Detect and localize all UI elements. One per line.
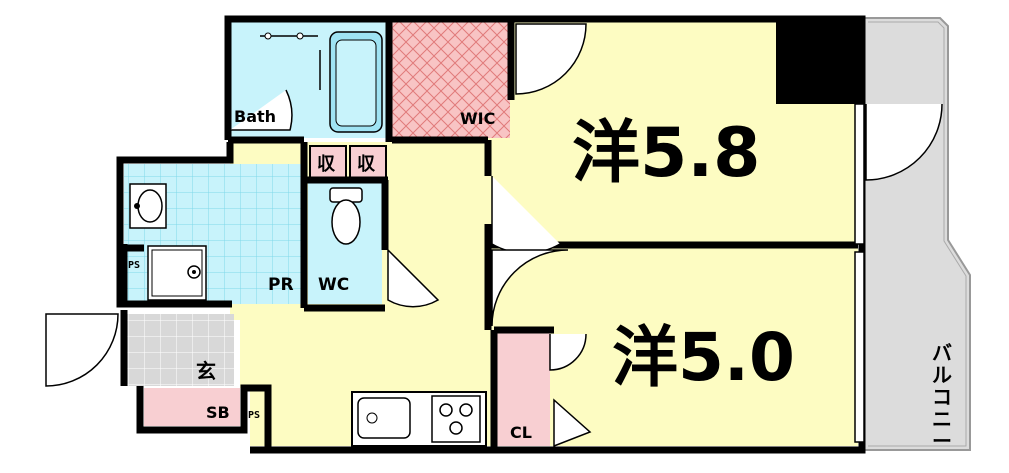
svg-text:ニ: ニ — [932, 407, 952, 431]
cl-label: CL — [510, 423, 532, 442]
shower-icon — [260, 32, 321, 90]
balcony — [861, 17, 971, 451]
shoe-box — [144, 388, 240, 426]
toilet-icon — [329, 187, 363, 245]
storage-2-label: 収 — [357, 154, 376, 175]
storage-box-1 — [309, 145, 347, 181]
pr-label: PR — [268, 275, 294, 295]
storage-1-label: 収 — [317, 154, 336, 175]
sb-label: SB — [206, 403, 230, 422]
wc-label: WC — [318, 275, 349, 295]
sink-icon — [357, 397, 411, 439]
walk-in-closet — [392, 22, 510, 138]
washbasin-icon — [129, 183, 167, 229]
balcony-label: バ ル コ ニ ー — [932, 341, 952, 453]
kitchen-counter — [351, 391, 487, 447]
door-swings — [45, 23, 943, 448]
washing-machine-icon — [147, 245, 207, 301]
entrance-label: 玄 — [196, 359, 216, 383]
bath-label: Bath — [234, 107, 276, 126]
structural-pillar — [776, 18, 862, 104]
svg-text:コ: コ — [932, 385, 952, 409]
closet — [494, 330, 550, 446]
windows — [854, 103, 865, 443]
ps-1-label: PS — [128, 260, 140, 271]
svg-text:ル: ル — [932, 363, 952, 387]
stove-icon — [431, 395, 481, 443]
entrance-floor — [124, 314, 234, 386]
room-5-8-label: 洋5.8 — [572, 114, 760, 193]
svg-text:バ: バ — [932, 341, 952, 365]
wic-label: WIC — [460, 109, 495, 128]
ps-2-label: PS — [248, 410, 260, 421]
svg-text:ー: ー — [932, 429, 952, 453]
room-5-0-label: 洋5.0 — [612, 319, 795, 396]
